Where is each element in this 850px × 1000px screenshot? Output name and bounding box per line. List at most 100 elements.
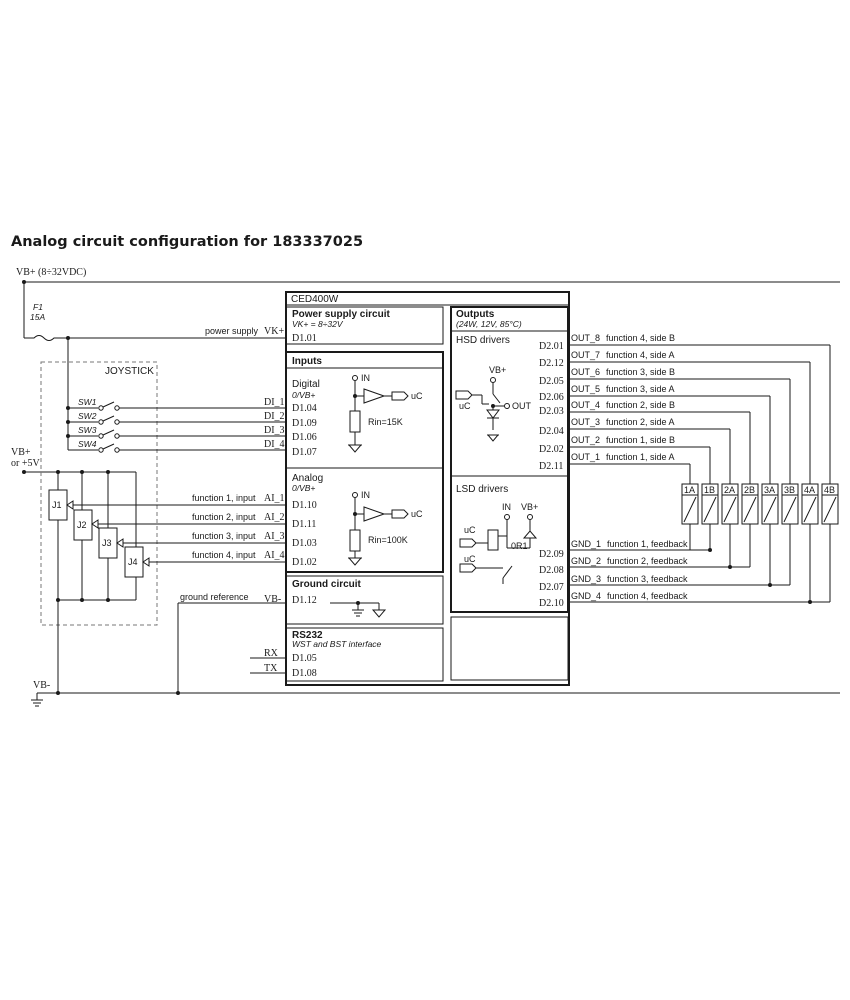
pot-label: J1 — [52, 500, 62, 510]
potentiometer-j3: J3 — [98, 527, 286, 559]
output-desc: function 3, side B — [606, 367, 675, 377]
in-label: IN — [361, 373, 370, 383]
pin-label: D1.08 — [292, 668, 317, 679]
output-signal: OUT_1 — [571, 452, 600, 462]
ground-icon — [347, 444, 363, 453]
ground-icon — [371, 609, 387, 618]
pin-label: D2.07 — [539, 582, 564, 593]
analog-label: Analog — [292, 473, 323, 484]
switch-label: SW4 — [78, 439, 97, 449]
switch-label: SW3 — [78, 425, 97, 435]
ground-desc: function 1, feedback — [607, 539, 688, 549]
fuse-rating: 15A — [30, 312, 45, 322]
section-title: Power supply circuit — [292, 309, 390, 320]
coil-1b: 1B — [701, 483, 719, 525]
ground-signal: GND_3 — [571, 574, 601, 584]
coil-2b: 2B — [741, 483, 759, 525]
module-ced400w: CED400W Power supply circuit VK+ = 8÷32V… — [285, 291, 570, 686]
rs232-signal-label: TX — [264, 663, 278, 674]
potentiometer-j1: J1 — [48, 489, 286, 521]
inputs-section: Inputs Digital 0/VB+ D1.04 D1.09 D1.06 D… — [285, 351, 444, 573]
lsd-driver-circuit: IN VB+ uC 0R1 uC — [459, 502, 538, 584]
coil-1a: 1A — [681, 483, 699, 525]
potentiometer-j4: J4 — [124, 546, 286, 578]
analog-input-desc: function 3, input — [192, 531, 256, 541]
buffer-icon — [363, 506, 386, 522]
power-supply-circuit: Power supply circuit VK+ = 8÷32V D1.01 — [285, 306, 444, 345]
switch-sw3: SW3 — [66, 425, 286, 439]
coil-label: 3A — [764, 485, 775, 495]
digital-spec: 0/VB+ — [292, 390, 315, 400]
pin-label: D2.06 — [539, 392, 564, 403]
digital-signal-label: DI_1 — [264, 397, 285, 408]
uc-label: uC — [464, 525, 476, 535]
output-signal: OUT_2 — [571, 435, 600, 445]
output-signal: OUT_3 — [571, 417, 600, 427]
coil-4b: 4B — [821, 483, 839, 525]
output-desc: function 2, side A — [606, 417, 675, 427]
ground-signal: GND_1 — [571, 539, 601, 549]
digital-signal-label: DI_4 — [264, 439, 285, 450]
ground-desc: function 3, feedback — [607, 574, 688, 584]
coil-label: 4B — [824, 485, 835, 495]
in-label: IN — [502, 502, 511, 512]
digital-label: Digital — [292, 379, 320, 390]
uc-label: uC — [411, 509, 423, 519]
output-desc: function 4, side B — [606, 333, 675, 343]
fuse-label: F1 — [33, 302, 43, 312]
vb-minus-label: VB- — [33, 680, 50, 691]
output-desc: function 1, side B — [606, 435, 675, 445]
section-title: Outputs — [456, 309, 495, 320]
diode-icon — [522, 530, 538, 539]
digital-input-circuit: IN uC Rin=15K — [347, 373, 423, 453]
joystick: JOYSTICK SW1 SW2 SW3 — [40, 338, 286, 693]
fuse-icon — [24, 335, 286, 341]
or1-label: 0R1 — [511, 541, 528, 551]
ground-signal: GND_4 — [571, 591, 601, 601]
page-title: Analog circuit configuration for 1833370… — [11, 234, 363, 250]
pin-label: D2.12 — [539, 358, 564, 369]
joystick-label: JOYSTICK — [105, 366, 154, 377]
pin-label: D1.09 — [292, 418, 317, 429]
vb-label: VB+ — [521, 502, 538, 512]
pin-label: D1.03 — [292, 538, 317, 549]
pin-label: D2.05 — [539, 376, 564, 387]
output-signal: OUT_5 — [571, 384, 600, 394]
digital-signal-label: DI_2 — [264, 411, 285, 422]
ground-desc: function 2, feedback — [607, 556, 688, 566]
ground-reference-label: ground reference — [180, 592, 249, 602]
pin-label: D2.09 — [539, 549, 564, 560]
pin-label: D1.04 — [292, 403, 317, 414]
resistor-icon — [349, 529, 361, 552]
switch-sw4: SW4 — [68, 439, 286, 453]
pin-label: D2.01 — [539, 341, 564, 352]
vk-plus-label: VK+ — [264, 326, 284, 337]
supply-rails: VB+ (8÷32VDC) F1 15A power supply VK+ VB… — [11, 267, 840, 707]
pin-label: D1.10 — [292, 500, 317, 511]
ground-desc: function 4, feedback — [607, 591, 688, 601]
switch-label: SW2 — [78, 411, 97, 421]
ground-icon — [347, 557, 363, 566]
coil-4a: 4A — [801, 483, 819, 525]
uc-label: uC — [464, 554, 476, 564]
diode-icon — [486, 409, 500, 419]
pin-label: D1.01 — [292, 333, 317, 344]
output-desc: function 1, side A — [606, 452, 675, 462]
coil-label: 2B — [744, 485, 755, 495]
section-spec: (24W, 12V, 85°C) — [456, 319, 522, 329]
input-signal-labels: DI_1 DI_2 DI_3 DI_4 function 1, input AI… — [192, 397, 286, 674]
pin-label: D2.04 — [539, 426, 564, 437]
coil-label: 2A — [724, 485, 735, 495]
pin-label: D1.11 — [292, 519, 316, 530]
pin-label: D2.03 — [539, 406, 564, 417]
coil-2a: 2A — [721, 483, 739, 525]
section-title: Inputs — [292, 356, 322, 367]
analog-input-signal: AI_4 — [264, 550, 285, 561]
uc-label: uC — [411, 391, 423, 401]
analog-input-desc: function 2, input — [192, 512, 256, 522]
analog-input-signal: AI_1 — [264, 493, 285, 504]
pin-label: D2.02 — [539, 444, 564, 455]
output-desc: function 4, side A — [606, 350, 675, 360]
ground-circuit: Ground circuit D1.12 — [285, 575, 444, 625]
